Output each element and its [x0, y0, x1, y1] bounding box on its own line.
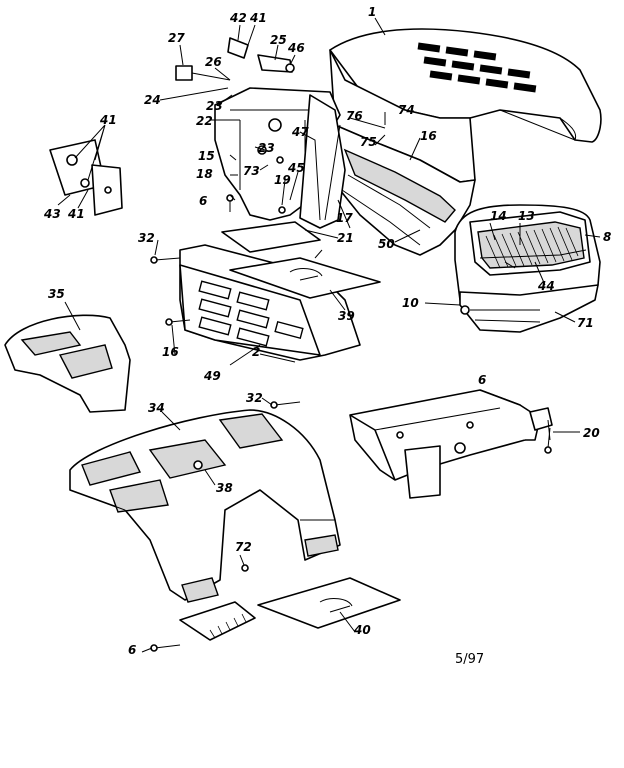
callout-46: 46 [287, 41, 305, 55]
callout-34: 34 [148, 401, 165, 415]
callout-42: 42 [229, 11, 247, 25]
callout-16-left: 16 [162, 345, 179, 359]
callout-41-top: 41 [249, 11, 267, 25]
callout-38: 38 [216, 481, 233, 495]
callout-71: 71 [577, 316, 594, 330]
callout-76: 76 [346, 109, 363, 123]
callout-14: 14 [490, 209, 507, 223]
callout-41-left: 41 [99, 113, 117, 127]
callout-23-left: 23 [206, 99, 223, 113]
callout-50: 50 [378, 237, 395, 251]
callout-39: 39 [338, 309, 355, 323]
callout-74: 74 [398, 103, 415, 117]
callout-75: 75 [360, 135, 377, 149]
foot-plate [257, 577, 401, 629]
callout-16-top: 16 [420, 129, 437, 143]
hood-latch [175, 65, 231, 81]
mounting-bracket [49, 139, 123, 216]
bolts [150, 194, 552, 652]
callout-2: 2 [252, 345, 260, 359]
lower-front-body [179, 244, 361, 361]
callout-27: 27 [168, 31, 185, 45]
callout-8: 8 [603, 230, 611, 244]
callout-32-lower: 32 [246, 391, 263, 405]
callout-15: 15 [198, 149, 215, 163]
callout-6-upper: 6 [199, 194, 207, 208]
callout-1: 1 [368, 5, 376, 19]
callout-32-upper: 32 [138, 231, 155, 245]
callout-43: 43 [43, 207, 61, 221]
callout-20: 20 [583, 426, 600, 440]
callout-10: 10 [402, 296, 419, 310]
callout-41-bottom: 41 [67, 207, 85, 221]
grille [454, 204, 601, 333]
hinge-parts [227, 37, 295, 73]
callout-49: 49 [203, 369, 221, 383]
callout-44: 44 [537, 279, 555, 293]
callout-23-mid: 23 [258, 141, 275, 155]
callout-45: 45 [287, 161, 305, 175]
callout-35: 35 [48, 287, 65, 301]
callout-6-chassis: 6 [478, 373, 486, 387]
hood-vents [417, 42, 537, 93]
dash-panel [214, 87, 346, 229]
callout-73: 73 [243, 164, 260, 178]
lower-vents [198, 280, 304, 347]
leader-lines [57, 17, 601, 653]
callout-21: 21 [337, 231, 354, 245]
callout-40: 40 [353, 623, 371, 637]
rear-fender-large [69, 409, 341, 603]
callout-72: 72 [235, 540, 252, 554]
callout-13: 13 [518, 209, 535, 223]
callout-18: 18 [196, 167, 213, 181]
chassis [349, 389, 553, 499]
callout-47: 47 [291, 125, 309, 139]
callout-22: 22 [196, 114, 213, 128]
callout-25: 25 [270, 33, 287, 47]
callout-19: 19 [274, 173, 291, 187]
hood [329, 28, 602, 183]
callout-labels: 1 42 41 27 25 46 26 24 23 22 41 76 74 47… [43, 5, 611, 657]
floor-plate [221, 221, 381, 299]
footer-code: 5/97 [455, 652, 484, 667]
callout-6-lower: 6 [128, 643, 136, 657]
mud-flap [179, 601, 256, 641]
rear-fender-small [4, 314, 131, 413]
callout-17: 17 [336, 211, 353, 225]
callout-24: 24 [144, 93, 161, 107]
callout-26: 26 [205, 55, 222, 69]
